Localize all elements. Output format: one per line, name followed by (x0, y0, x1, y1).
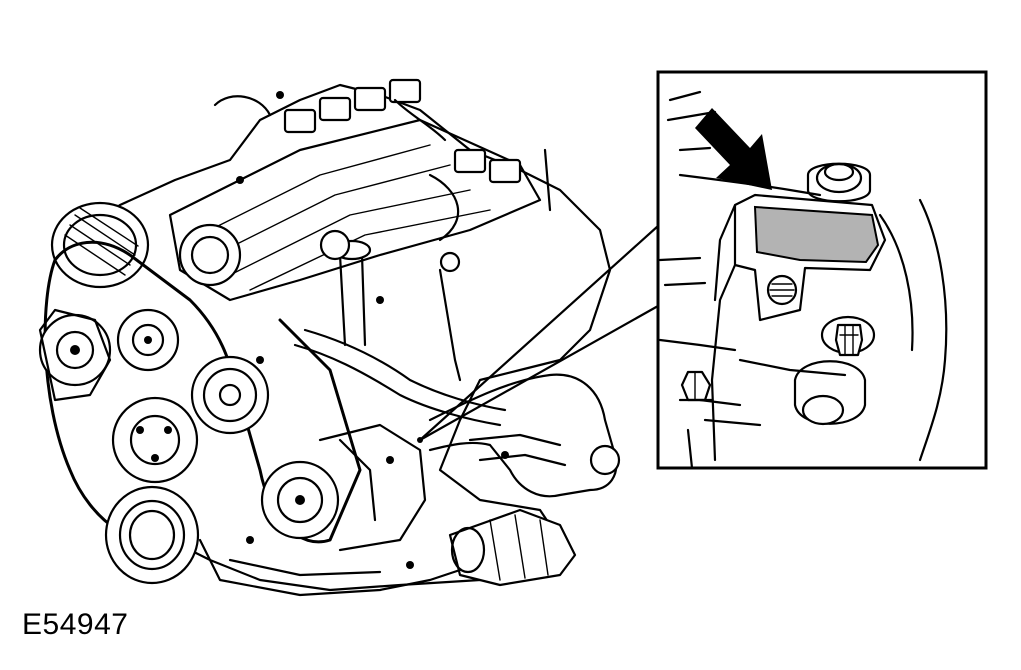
idler-pulley (116, 308, 180, 372)
throttle-bore (190, 235, 230, 275)
valve-cover (168, 118, 542, 302)
detail-inset (656, 70, 988, 470)
inset-right-bolt (820, 315, 876, 357)
vertical-pipe (338, 253, 367, 347)
callout-leader-lines (418, 224, 660, 442)
ac-compressor-body (318, 423, 427, 552)
sensor-port (319, 229, 351, 261)
throttle-body (178, 223, 242, 287)
injector-row (283, 78, 522, 184)
inset-bottom-boss (793, 360, 867, 426)
tensioner-pulley (38, 308, 112, 402)
ac-compressor-pulley (260, 460, 340, 540)
alternator (50, 201, 150, 289)
threaded-hole (766, 274, 798, 306)
mount-bracket-body (710, 193, 887, 462)
heat-shield (468, 433, 567, 467)
crankshaft-damper (104, 485, 200, 585)
upper-radiator-hose (293, 328, 507, 427)
power-steering-pulley (111, 396, 199, 484)
fastener-bolts (236, 91, 509, 569)
starter-motor (448, 508, 577, 587)
exhaust-flange-bolt (589, 444, 621, 476)
dipstick-tube (438, 268, 462, 382)
oil-pan (198, 538, 462, 597)
valve-cover-ridges (199, 144, 491, 291)
inset-left-bolt (678, 370, 714, 402)
mount-face-highlight (753, 205, 880, 264)
engine-block-outline (88, 83, 612, 592)
coolant-hose-top (213, 95, 552, 242)
water-pump-pulley (190, 355, 270, 435)
arrow-down-right-icon (695, 108, 772, 190)
inset-edge-lines (658, 90, 717, 470)
inset-top-boss (806, 162, 872, 203)
engine-assembly (38, 78, 621, 597)
dipstick-handle (439, 251, 461, 273)
figure-reference-id: E54947 (22, 608, 129, 641)
